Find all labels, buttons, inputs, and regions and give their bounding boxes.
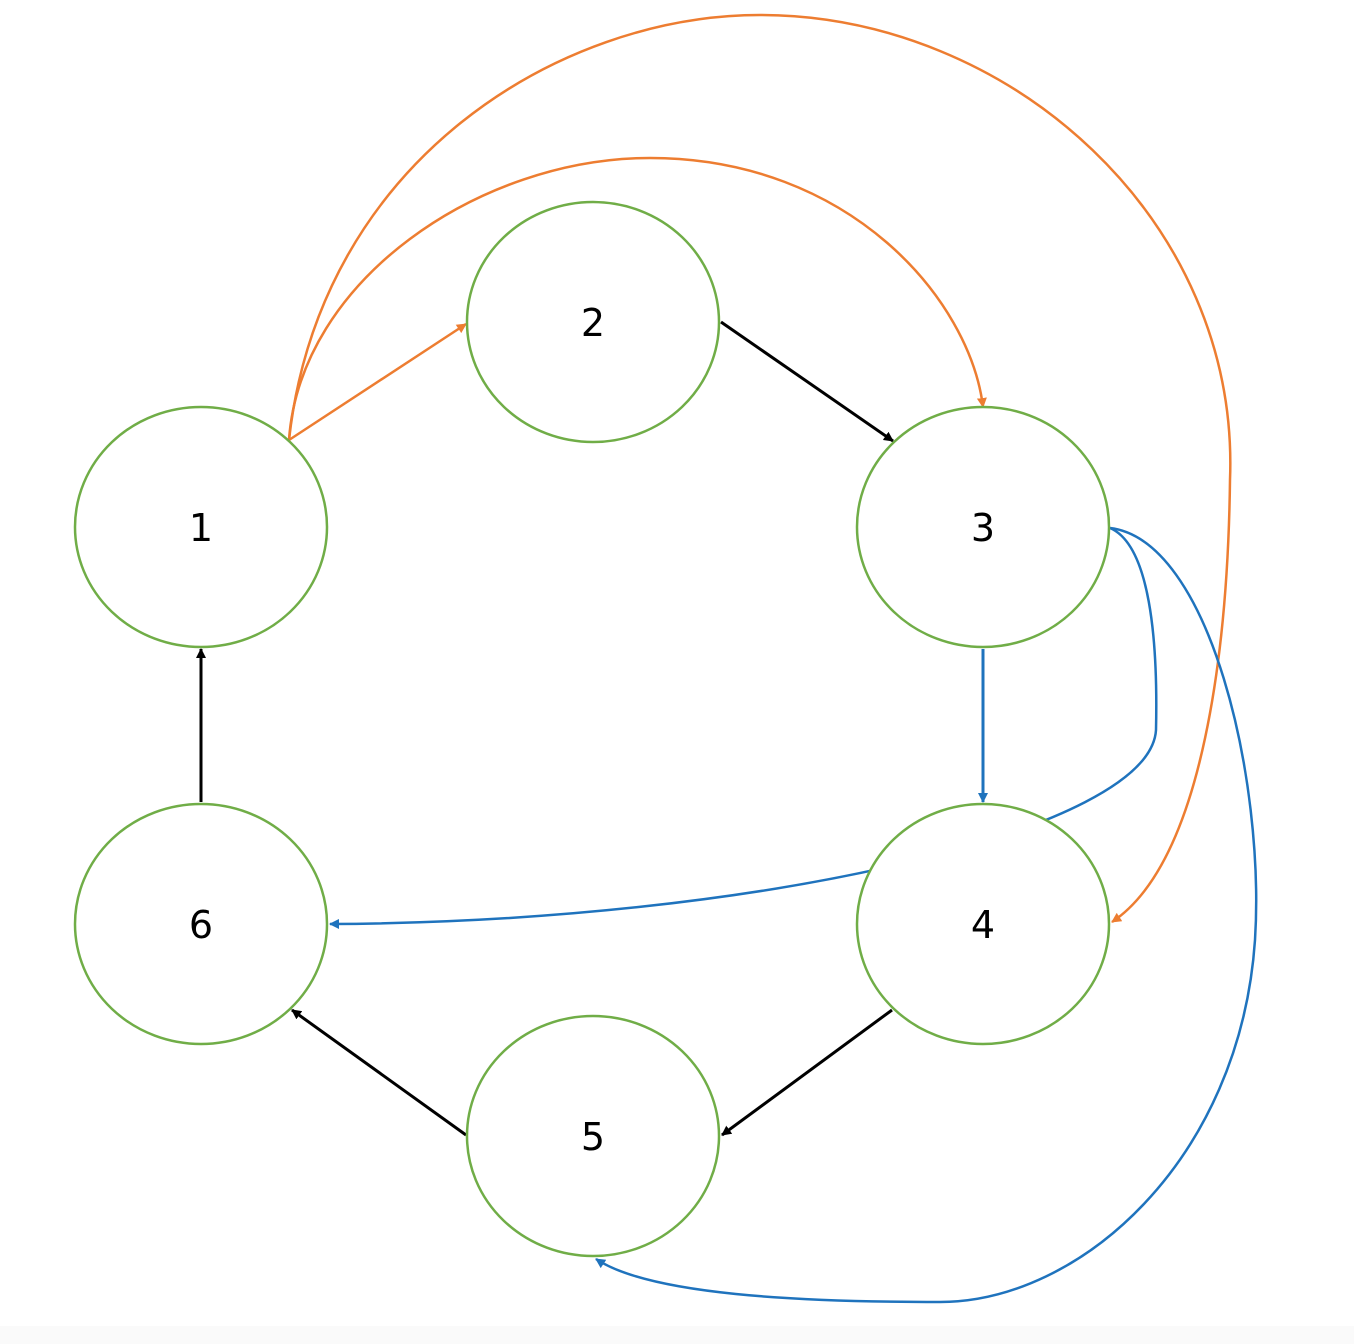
edge-3-6	[329, 526, 1158, 929]
node-label-2: 2	[581, 301, 605, 345]
nodes: 1 2 3 4 5 6	[73, 200, 1111, 1258]
edges	[196, 13, 1258, 1304]
node-6[interactable]: 6	[73, 802, 329, 1046]
edge-2-3	[720, 320, 894, 443]
node-1[interactable]: 1	[73, 405, 329, 649]
node-label-1: 1	[189, 506, 213, 550]
node-5[interactable]: 5	[465, 1014, 721, 1258]
bottom-strip	[0, 1326, 1354, 1344]
edge-1-3	[287, 156, 987, 441]
node-label-6: 6	[189, 903, 213, 947]
node-4[interactable]: 4	[855, 802, 1111, 1046]
node-2[interactable]: 2	[465, 200, 721, 444]
node-label-4: 4	[971, 903, 995, 947]
edge-4-5	[721, 1008, 893, 1137]
edge-1-2	[288, 322, 467, 442]
node-label-5: 5	[581, 1115, 605, 1159]
edge-1-4	[287, 13, 1232, 924]
edge-5-6	[291, 1008, 467, 1137]
edge-3-5	[595, 526, 1258, 1304]
node-label-3: 3	[971, 506, 995, 550]
node-3[interactable]: 3	[855, 405, 1111, 649]
